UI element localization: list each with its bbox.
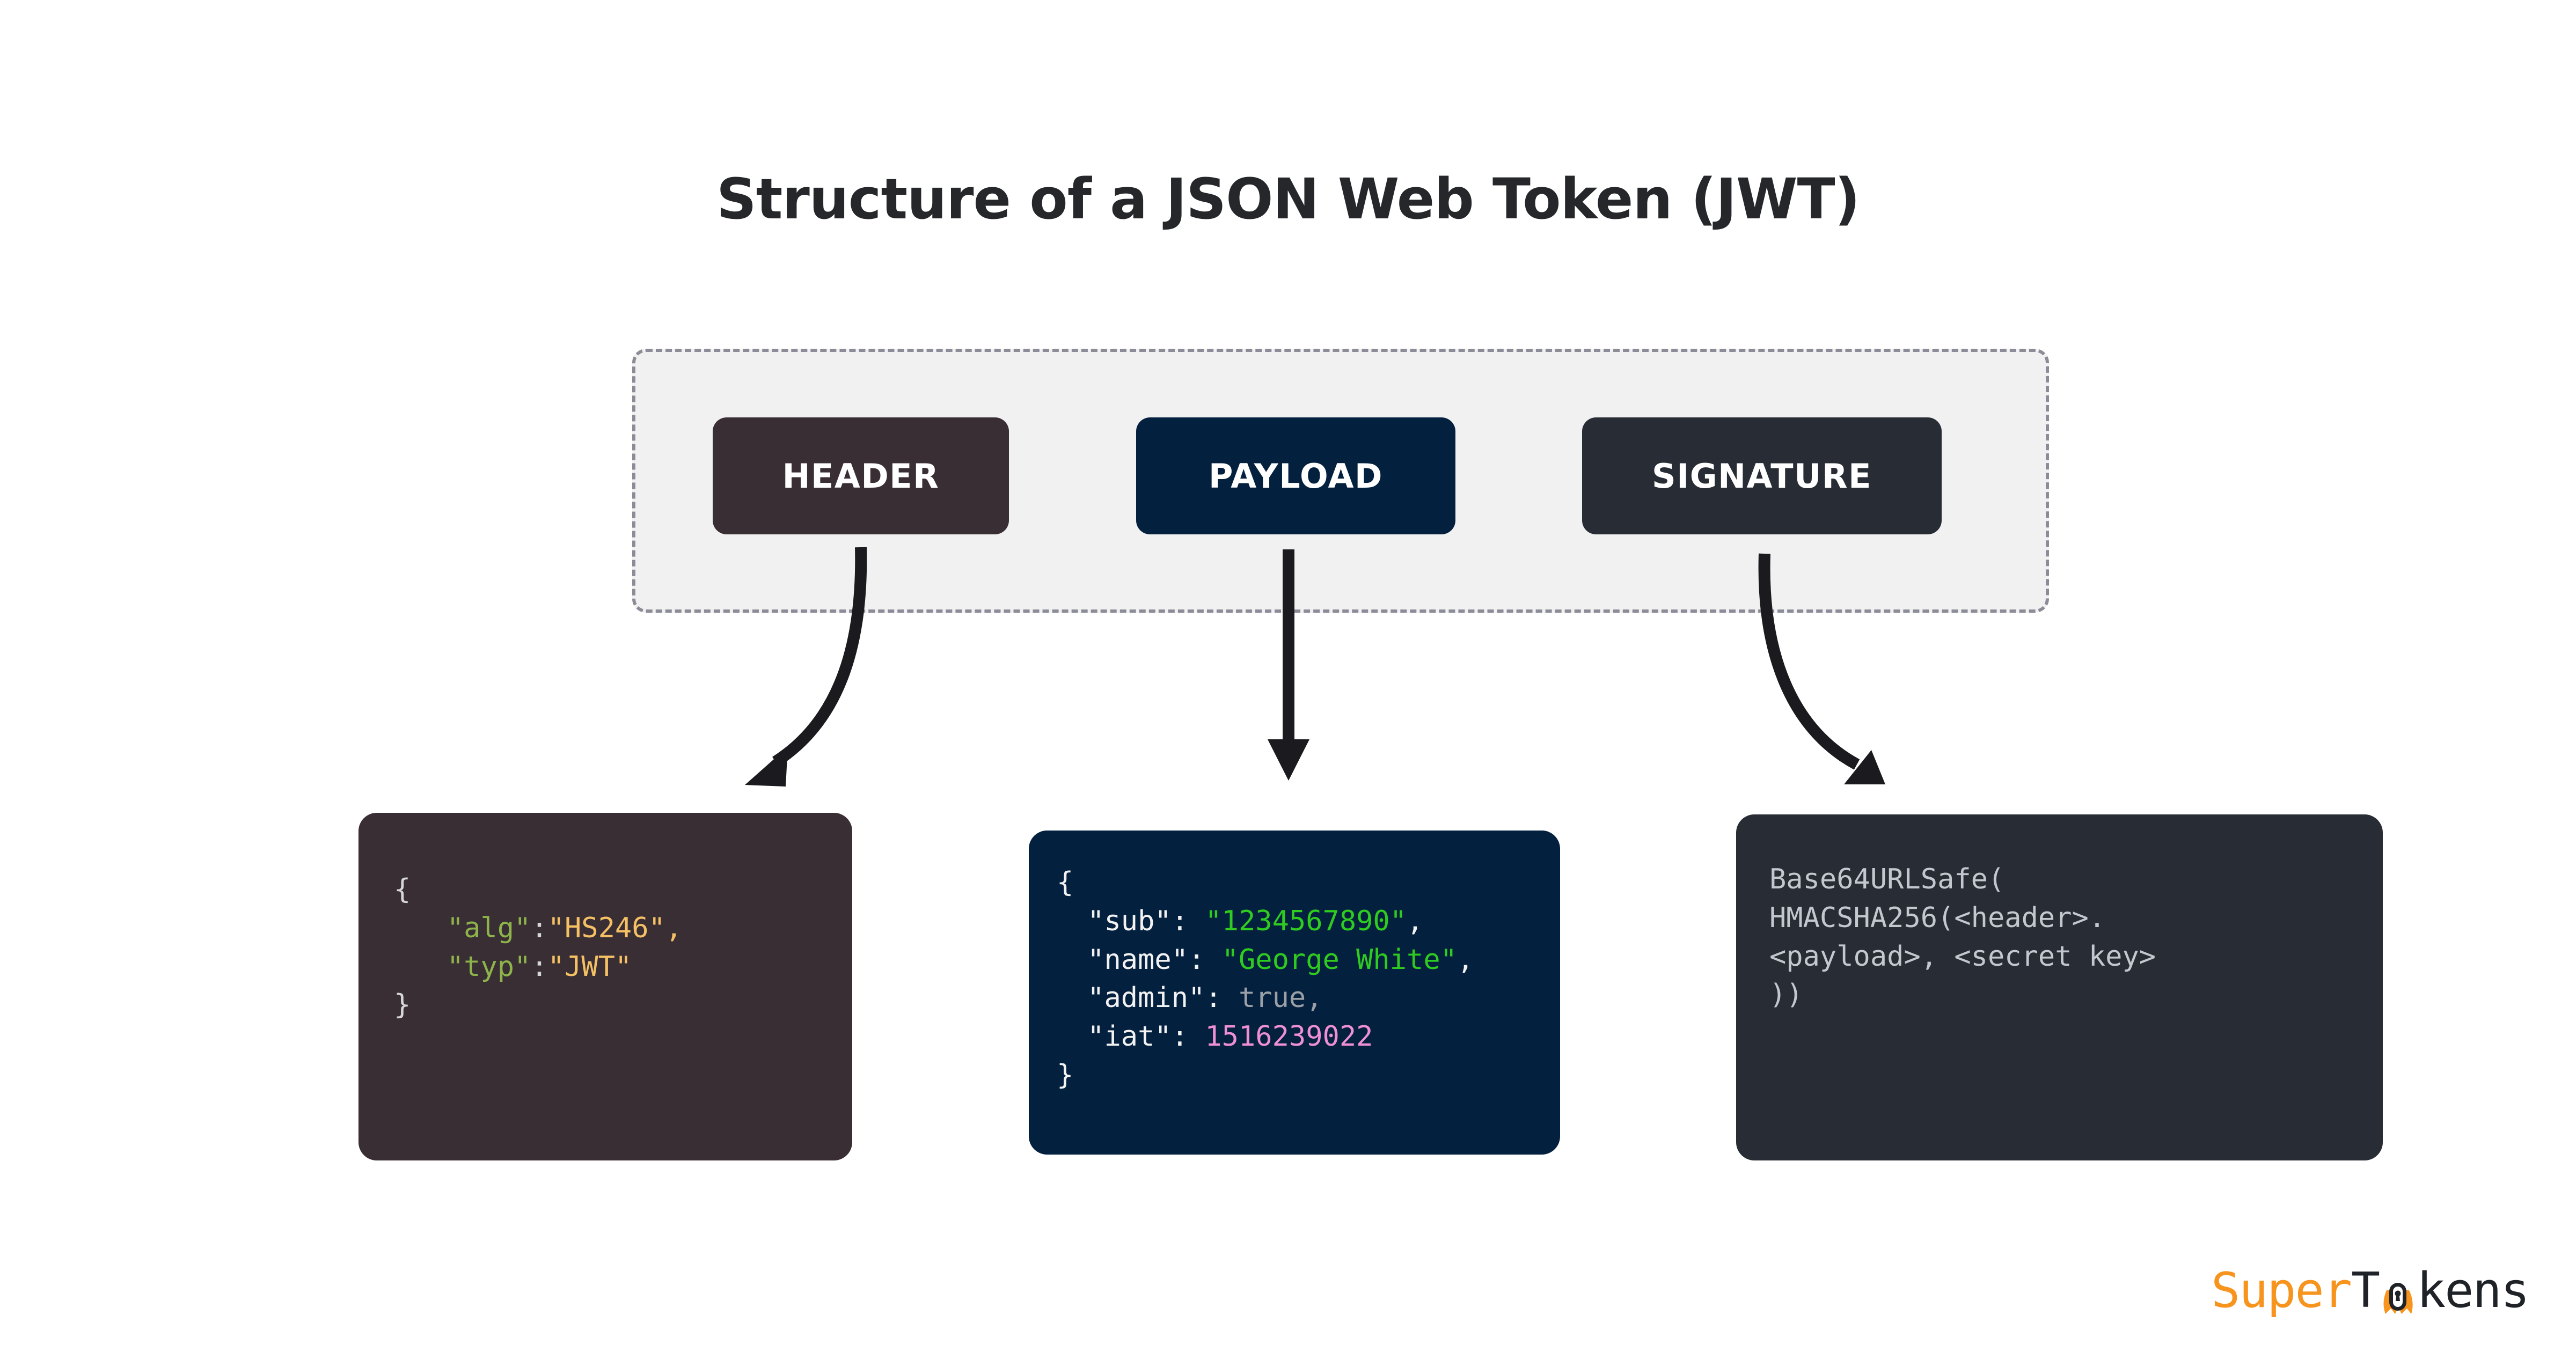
payload-sub-value: "1234567890" xyxy=(1205,905,1407,937)
page-title: Structure of a JSON Web Token (JWT) xyxy=(716,166,1860,232)
segment-pill-signature-label: SIGNATURE xyxy=(1652,456,1872,496)
payload-iat-value: 1516239022 xyxy=(1205,1020,1373,1053)
signature-line-2: HMACSHA256(<header>. xyxy=(1769,901,2106,934)
header-typ-key: "typ" xyxy=(447,950,531,983)
payload-admin-value: true xyxy=(1238,982,1306,1015)
header-alg-comma: , xyxy=(665,912,683,944)
keyhole-cape-icon xyxy=(2379,1267,2417,1315)
payload-sub-comma: , xyxy=(1407,905,1424,937)
payload-name-key: "name" xyxy=(1087,943,1189,976)
payload-admin-key: "admin" xyxy=(1087,982,1205,1015)
header-open-brace: { xyxy=(394,873,411,906)
payload-close-brace: } xyxy=(1057,1059,1074,1091)
payload-iat-key: "iat" xyxy=(1087,1020,1172,1053)
signature-line-3: <payload>, <secret key> xyxy=(1769,940,2156,973)
segment-pill-payload-label: PAYLOAD xyxy=(1209,456,1383,496)
payload-admin-comma: , xyxy=(1306,982,1323,1015)
logo-super-text: Super xyxy=(2211,1262,2352,1319)
payload-iat-sep: : xyxy=(1171,1020,1205,1053)
payload-name-value: "George White" xyxy=(1221,943,1457,976)
header-alg-key: "alg" xyxy=(447,912,531,944)
signature-line-4: )) xyxy=(1769,979,1803,1011)
header-typ-colon: : xyxy=(531,950,548,983)
logo-kens-text: kens xyxy=(2417,1262,2530,1319)
header-close-brace: } xyxy=(394,989,411,1022)
header-typ-value: "JWT" xyxy=(547,950,632,983)
payload-open-brace: { xyxy=(1057,866,1074,899)
signature-code-block: Base64URLSafe( HMACSHA256(<header>. <pay… xyxy=(1736,814,2383,1160)
payload-sub-key: "sub" xyxy=(1087,905,1172,937)
payload-code-block: { "sub": "1234567890", "name": "George W… xyxy=(1029,831,1560,1155)
header-code-block: { "alg":"HS246", "typ":"JWT" } xyxy=(358,813,852,1160)
payload-name-comma: , xyxy=(1457,943,1474,976)
segment-pill-header-label: HEADER xyxy=(782,456,940,496)
header-alg-value: "HS246" xyxy=(547,912,665,944)
logo-t-text: T xyxy=(2351,1262,2380,1319)
segment-pill-header[interactable]: HEADER xyxy=(713,417,1009,534)
supertokens-logo: Super T kens xyxy=(2211,1262,2530,1319)
header-alg-colon: : xyxy=(531,912,548,944)
payload-admin-sep: : xyxy=(1205,982,1239,1015)
signature-line-1: Base64URLSafe( xyxy=(1769,863,2005,895)
segment-pill-signature[interactable]: SIGNATURE xyxy=(1582,417,1942,534)
payload-name-sep: : xyxy=(1188,943,1222,976)
payload-sub-sep: : xyxy=(1171,905,1205,937)
segment-pill-payload[interactable]: PAYLOAD xyxy=(1136,417,1455,534)
